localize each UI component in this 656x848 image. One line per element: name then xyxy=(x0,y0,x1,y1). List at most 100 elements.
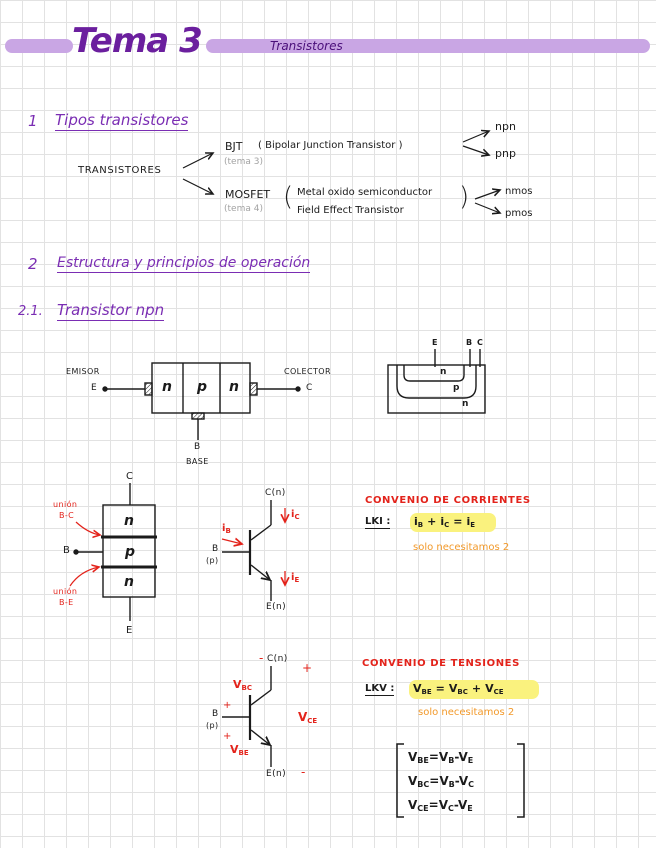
base-label: BASE xyxy=(186,457,209,466)
transistores-root: TRANSISTORES xyxy=(78,165,162,176)
eq-subscript: B xyxy=(225,527,231,535)
definitions-brackets xyxy=(396,743,525,818)
eq-subscript: E xyxy=(467,804,473,813)
mosfet-type-pmos: pmos xyxy=(505,208,533,219)
current-arrows xyxy=(221,508,285,585)
eq-term: VCE xyxy=(408,798,429,813)
eq-operator: = xyxy=(435,682,445,695)
eq-subscript: BE xyxy=(238,749,249,757)
voltages-note: solo necesitamos 2 xyxy=(418,707,515,718)
eq-subscript: BC xyxy=(457,688,468,696)
transistor-symbol-currents xyxy=(222,500,272,601)
npn-block-region-collector: n xyxy=(229,379,239,395)
currents-note: solo necesitamos 2 xyxy=(413,542,510,553)
eq-term: VBC xyxy=(448,682,468,696)
eq-subscript: BE xyxy=(421,688,432,696)
eq-subscript: CE xyxy=(417,804,429,813)
sym2-collector-plus: + xyxy=(302,661,313,675)
vce-label: VCE xyxy=(298,711,317,725)
voltages-heading: CONVENIO DE TENSIONES xyxy=(362,658,520,669)
bjt-type-npn: npn xyxy=(495,120,516,133)
lki-highlight xyxy=(410,513,496,532)
eq-term: VBC xyxy=(233,678,252,692)
sym1-emitter: E(n) xyxy=(266,602,287,612)
eq-subscript: E xyxy=(294,576,300,584)
collector-terminal: C xyxy=(306,383,313,393)
section1-number: 1 xyxy=(28,112,38,130)
sym2-collector: C(n) xyxy=(267,654,288,664)
section21-title: Transistor npn xyxy=(57,301,165,321)
eq-operator: = xyxy=(453,515,463,528)
lki-label: LKI : xyxy=(365,516,391,529)
mosfet-type-nmos: nmos xyxy=(505,186,533,197)
eq-term: VBE xyxy=(413,682,432,696)
eq-subscript: BC xyxy=(241,684,252,692)
cross-section-region-collector: n xyxy=(462,399,469,409)
section1-title: Tipos transistores xyxy=(55,111,189,131)
cross-section-terminal-b: B xyxy=(466,338,473,347)
cross-section-region-base: p xyxy=(453,383,460,393)
collector-label: COLECTOR xyxy=(284,367,331,376)
mosfet-name-line1: Metal oxido semiconductor xyxy=(297,187,433,198)
bjt-ref: (tema 3) xyxy=(224,157,263,167)
definition-vce: VCE=VC-VE xyxy=(408,799,473,813)
sym2-emitter-minus: - xyxy=(301,765,306,779)
stack-region-collector: n xyxy=(124,513,134,529)
eq-term: VB xyxy=(439,774,455,789)
eq-term: iB xyxy=(222,523,231,535)
eq-term: iE xyxy=(466,515,476,529)
vbe-label: VBE xyxy=(230,744,249,757)
eq-subscript: E xyxy=(467,756,474,765)
eq-operator: = xyxy=(428,798,439,812)
vbc-label: VBC xyxy=(233,679,252,692)
eq-subscript: E xyxy=(470,521,476,529)
cross-section-terminal-e: E xyxy=(432,338,438,347)
eq-term: iE xyxy=(291,572,300,584)
eq-subscript: B xyxy=(448,756,455,765)
junction-bc-name: B-C xyxy=(59,511,75,520)
section2-title: Estructura y principios de operación xyxy=(57,255,311,273)
base-terminal: B xyxy=(194,442,201,452)
eq-term: VCE xyxy=(298,710,318,725)
junction-arrows xyxy=(69,521,100,587)
sym2-base-type: (p) xyxy=(206,721,219,730)
eq-subscript: BE xyxy=(417,756,429,765)
npn-block-region-emitter: n xyxy=(162,379,172,395)
lkv-highlight xyxy=(409,680,539,699)
npn-block-region-base: p xyxy=(197,379,208,395)
eq-term: VBC xyxy=(408,774,430,789)
eq-term: VB xyxy=(438,750,455,765)
eq-term: iB xyxy=(414,515,424,529)
title-bar-left xyxy=(5,39,73,53)
npn-block-diagram xyxy=(102,362,301,440)
eq-term: VE xyxy=(457,798,473,813)
cross-section-terminal-c: C xyxy=(477,338,484,347)
junction-bc-word: unión xyxy=(53,500,78,509)
sym2-base-plus-top: + xyxy=(223,700,232,711)
bjt-abbr: BJT xyxy=(225,140,243,153)
lkv-label: LKV : xyxy=(365,683,395,696)
section21-number: 2.1. xyxy=(18,304,43,319)
cross-section-diagram xyxy=(387,349,486,414)
sym2-base: B xyxy=(212,709,219,719)
eq-term: VBE xyxy=(408,750,429,765)
stack-base: B xyxy=(63,545,70,556)
sym2-base-plus-bottom: + xyxy=(223,731,232,742)
eq-term: VCE xyxy=(485,682,504,696)
junction-be-name: B-E xyxy=(59,598,74,607)
eq-subscript: CE xyxy=(493,688,504,696)
eq-subscript: C xyxy=(444,521,450,529)
eq-subscript: B xyxy=(448,780,455,789)
emitter-terminal: E xyxy=(91,383,97,393)
stack-emitter: E xyxy=(126,625,133,636)
eq-operator: - xyxy=(454,750,459,764)
page-title: Tema 3 xyxy=(72,21,203,61)
classification-arrows xyxy=(182,131,500,213)
stack-collector: C xyxy=(126,471,133,482)
section2-number: 2 xyxy=(28,255,38,273)
eq-subscript: BC xyxy=(417,780,430,789)
eq-subscript: C xyxy=(468,780,475,789)
sym2-collector-minus: - xyxy=(259,651,264,665)
lki-equation: iB+iC=iE xyxy=(414,516,475,529)
bjt-full-name: ( Bipolar Junction Transistor ) xyxy=(258,140,403,151)
